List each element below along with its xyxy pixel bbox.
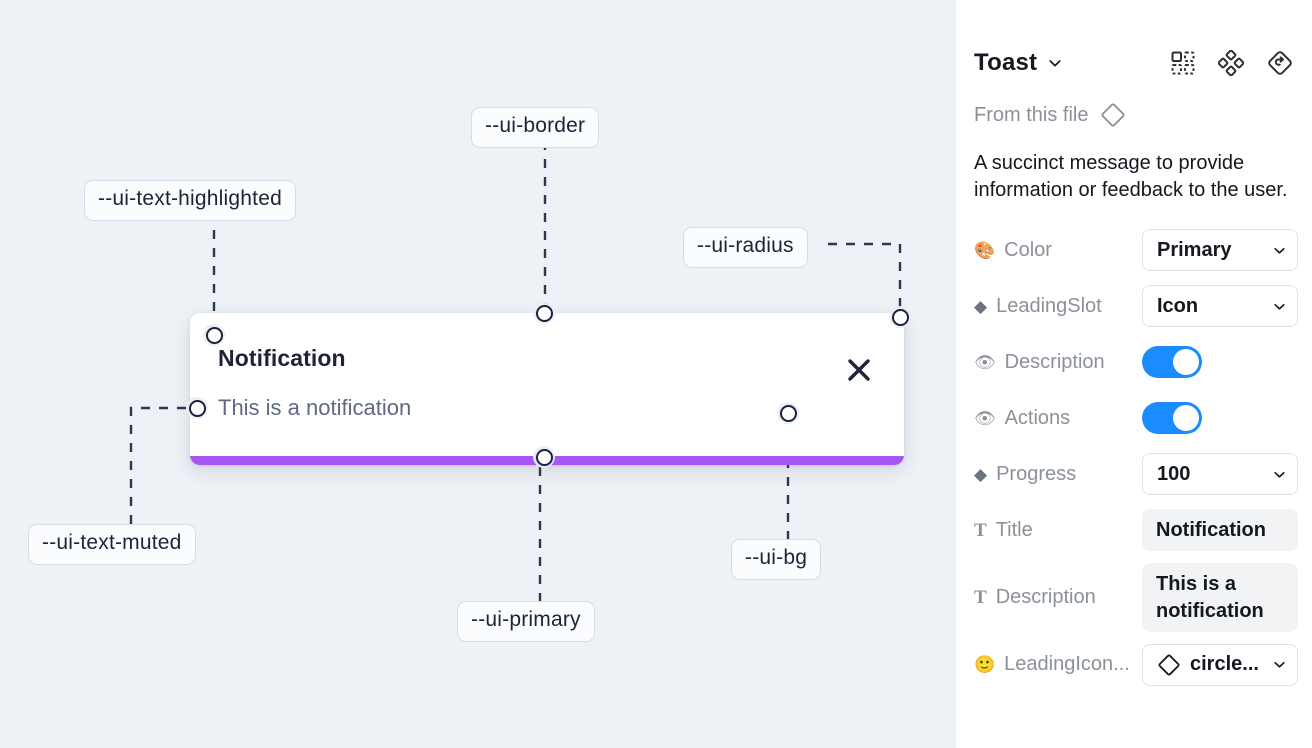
property-label-text: LeadingIcon...: [1004, 653, 1130, 676]
property-row-color: 🎨 Color Primary: [974, 227, 1298, 273]
description-toggle[interactable]: [1142, 346, 1202, 379]
chevron-down-icon[interactable]: [1047, 55, 1063, 71]
chevron-down-icon: [1272, 657, 1287, 672]
description-input[interactable]: This is a notification: [1142, 563, 1298, 632]
property-label-description: 👁 Description: [974, 351, 1142, 374]
property-label-description-text: T Description: [974, 586, 1142, 609]
token-chip-ui-radius[interactable]: --ui-radius: [683, 227, 808, 268]
property-control-leadingicon: circle...: [1142, 643, 1298, 686]
leadingicon-select-value: circle...: [1190, 653, 1259, 676]
property-label-text: Description: [995, 586, 1096, 609]
property-label-actions: 👁 Actions: [974, 407, 1142, 430]
text-t-icon: T: [974, 587, 987, 609]
diamond-filled-icon: ◆: [974, 296, 988, 316]
token-chip-ui-bg[interactable]: --ui-bg: [731, 539, 822, 580]
property-row-actions-toggle: 👁 Actions: [974, 395, 1294, 441]
leadingslot-select[interactable]: Icon: [1142, 285, 1298, 328]
progress-select[interactable]: 100: [1142, 453, 1298, 496]
page-title: Toast: [974, 49, 1038, 76]
component-diamond-outline-icon[interactable]: [1100, 102, 1126, 128]
property-control-color: Primary: [1142, 229, 1298, 272]
token-chip-ui-primary[interactable]: --ui-primary: [457, 601, 595, 642]
property-label-text: Description: [1004, 350, 1105, 373]
property-row-description-text: T Description This is a notification: [974, 563, 1298, 632]
anchor-ui-radius[interactable]: [889, 306, 911, 328]
progress-select-value: 100: [1157, 462, 1191, 485]
wire-ui-text-muted: [129, 406, 188, 524]
component-set-icon[interactable]: [1170, 50, 1196, 76]
token-chip-ui-text-muted[interactable]: --ui-text-muted: [28, 524, 196, 565]
toast-description: This is a notification: [218, 395, 412, 420]
panel-header-actions: [1170, 49, 1294, 77]
property-list: 🎨 Color Primary ◆ LeadingSlot: [974, 227, 1298, 688]
anchor-ui-text-highlighted[interactable]: [203, 324, 225, 346]
property-control-actions: [1142, 402, 1294, 435]
property-label-text: LeadingSlot: [996, 294, 1102, 317]
anchor-ui-text-muted[interactable]: [186, 397, 208, 419]
property-label-title: T Title: [974, 519, 1142, 542]
property-label-color: 🎨 Color: [974, 239, 1142, 262]
chevron-down-icon: [1272, 299, 1287, 314]
toast-card[interactable]: Notification This is a notification: [190, 313, 904, 465]
chevron-down-icon: [1272, 243, 1287, 258]
palette-emoji: 🎨: [974, 240, 996, 260]
toast-title: Notification: [218, 345, 346, 371]
anchor-ui-bg[interactable]: [777, 402, 799, 424]
property-label-leadingslot: ◆ LeadingSlot: [974, 295, 1142, 318]
wire-ui-radius: [828, 242, 902, 308]
property-label-text: Actions: [1004, 406, 1071, 429]
diamond-outline-icon: [1157, 653, 1181, 677]
property-row-leadingicon: 🙂 LeadingIcon... circle...: [974, 642, 1298, 688]
anchor-ui-border[interactable]: [533, 302, 555, 324]
from-this-file-row: From this file: [974, 100, 1294, 130]
eye-emoji: 👁: [974, 352, 996, 372]
leadingicon-select[interactable]: circle...: [1142, 643, 1298, 686]
text-t-icon: T: [974, 519, 987, 541]
color-select-value: Primary: [1157, 238, 1232, 261]
property-row-title: T Title Notification: [974, 507, 1298, 553]
property-row-leadingslot: ◆ LeadingSlot Icon: [974, 283, 1298, 329]
close-x-icon[interactable]: [846, 357, 872, 383]
color-select[interactable]: Primary: [1142, 229, 1298, 272]
property-row-description-toggle: 👁 Description: [974, 339, 1294, 385]
component-description: A succinct message to provide informatio…: [974, 152, 1288, 201]
panel-header: Toast: [974, 32, 1294, 94]
design-canvas[interactable]: Notification This is a notification --ui…: [0, 0, 956, 748]
diamond-filled-icon: ◆: [974, 464, 988, 484]
component-diamond-icon[interactable]: [1218, 50, 1244, 76]
token-chip-ui-text-highlighted[interactable]: --ui-text-highlighted: [84, 180, 296, 221]
from-this-file-label: From this file: [974, 103, 1089, 126]
reset-instance-icon[interactable]: [1266, 49, 1294, 77]
smiley-emoji: 🙂: [974, 655, 996, 675]
chevron-down-icon: [1272, 467, 1287, 482]
leadingslot-select-value: Icon: [1157, 294, 1199, 317]
eye-emoji: 👁: [974, 408, 996, 428]
property-label-text: Progress: [996, 462, 1077, 485]
actions-toggle[interactable]: [1142, 402, 1202, 435]
property-control-progress: 100: [1142, 453, 1298, 496]
property-label-leadingicon: 🙂 LeadingIcon...: [974, 653, 1142, 676]
properties-panel: Toast: [956, 0, 1312, 748]
property-control-leadingslot: Icon: [1142, 285, 1298, 328]
property-row-progress: ◆ Progress 100: [974, 451, 1298, 497]
property-label-text: Title: [995, 518, 1033, 541]
property-control-description: [1142, 346, 1294, 379]
title-input[interactable]: Notification: [1142, 508, 1298, 552]
property-control-description-text: This is a notification: [1142, 563, 1298, 632]
token-chip-ui-border[interactable]: --ui-border: [471, 107, 600, 148]
property-label-text: Color: [1004, 238, 1052, 261]
property-control-title: Notification: [1142, 508, 1298, 552]
anchor-ui-primary[interactable]: [533, 446, 555, 468]
property-label-progress: ◆ Progress: [974, 463, 1142, 486]
